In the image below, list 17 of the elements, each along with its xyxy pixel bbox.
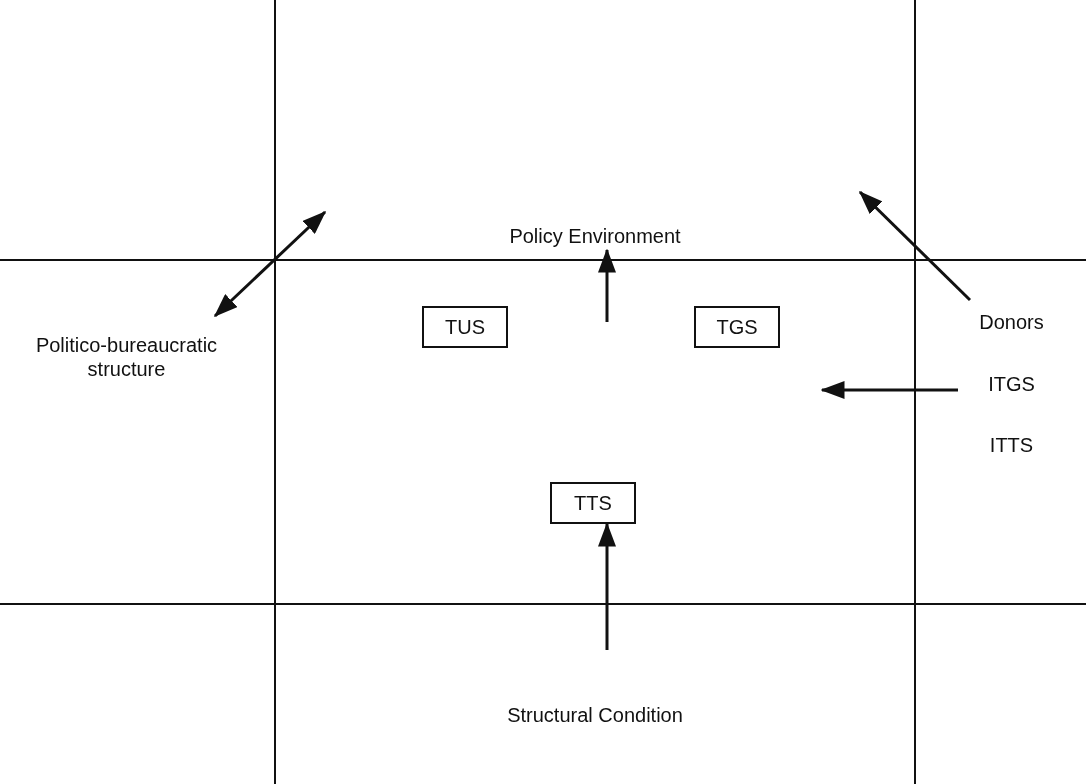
node-text: ITTS: [989, 433, 1034, 457]
node-text: Donors: [979, 310, 1044, 334]
node-text: Policy Environment: [509, 224, 681, 248]
arrow: [598, 522, 616, 650]
arrow: [858, 190, 972, 302]
text-box: [550, 482, 636, 524]
text-box: [694, 306, 780, 348]
text-box: [422, 306, 508, 348]
box-label: TGS: [716, 315, 758, 339]
box-label: TTS: [574, 491, 612, 515]
arrow: [820, 381, 958, 399]
node-text: Structural Condition: [507, 703, 683, 727]
node-text: Politico-bureaucratic structure: [34, 333, 219, 381]
box-label: TUS: [445, 315, 485, 339]
double-arrow: [213, 210, 327, 318]
arrow: [598, 248, 616, 322]
node-text: ITGS: [988, 371, 1035, 396]
